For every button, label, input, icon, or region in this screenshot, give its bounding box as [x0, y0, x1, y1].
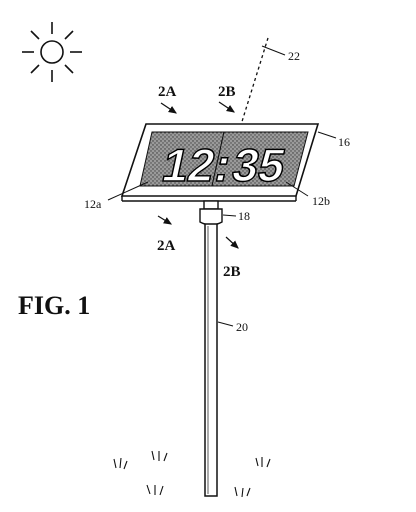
clock-hours: 12: [158, 139, 220, 190]
section-arrow-lower-left: [157, 215, 173, 225]
figure-title: FIG. 1: [18, 291, 90, 320]
section-label-upper-right: 2B: [218, 84, 236, 100]
ref-18: 18: [238, 209, 250, 223]
sun-icon: [22, 22, 82, 82]
display-panel: [120, 123, 320, 202]
section-label-upper-left: 2A: [158, 84, 177, 100]
ref-20: 20: [236, 320, 248, 334]
section-arrow-lower-right: [225, 236, 239, 249]
leader-12a: [107, 181, 149, 201]
leader-20: [217, 321, 234, 327]
section-arrow-upper-right: [218, 101, 235, 113]
section-label-lower-right: 2B: [223, 264, 241, 280]
section-arrow-upper-left: [160, 102, 177, 114]
leader-12b: [285, 181, 309, 197]
ref-22: 22: [288, 49, 300, 63]
sun-ray-line: [239, 37, 269, 129]
leader-18: [222, 214, 237, 217]
leader-16: [317, 131, 337, 139]
section-label-lower-left: 2A: [157, 238, 176, 254]
ref-16: 16: [338, 135, 350, 149]
support-post: [204, 223, 218, 497]
connector: [199, 200, 223, 226]
ref-12b: 12b: [312, 194, 330, 208]
ref-12a: 12a: [84, 197, 102, 211]
grass-tufts: [113, 450, 271, 498]
leader-22: [261, 45, 286, 56]
clock-display: 12 : 35: [157, 139, 291, 192]
clock-minutes: 35: [228, 139, 290, 190]
